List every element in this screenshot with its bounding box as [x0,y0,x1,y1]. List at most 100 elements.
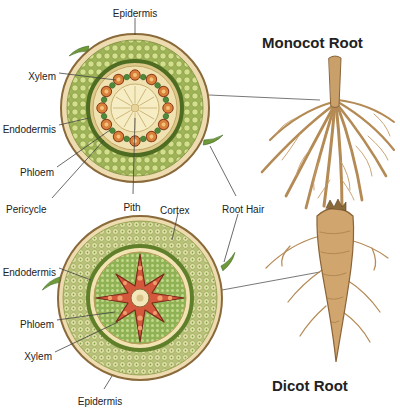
pith-center [137,295,144,302]
label-anchor: Phloem [20,162,54,180]
part-label: Cortex [160,205,189,217]
section-title: Dicot Root [272,377,348,395]
monocot-root-drawing [276,118,296,134]
part-label: Phloem [20,167,54,179]
label-anchor: Pericycle [6,199,47,217]
xylem-star [96,254,184,342]
dicot-root-drawing [300,306,326,336]
leader-line [224,214,238,262]
dicot-root-drawing [321,251,349,254]
leader-line [52,140,104,198]
pith-rays [138,89,147,104]
leader-line [57,312,115,320]
part-label: Endodermis [3,267,56,279]
leader-line [172,213,178,240]
pith-rays [139,97,154,106]
dicot-root-drawing [266,199,388,362]
phloem-bundles [154,81,162,89]
leader-line [104,376,112,389]
label-anchor: Endodermis [3,119,56,137]
title-anchor: Dicot Root [272,377,348,395]
dicot-root-drawing [323,273,346,276]
monocot-root-drawing [282,134,300,160]
part-label: Phloem [20,319,54,331]
xylem-vessels [163,103,173,113]
dicot-root-drawing [320,231,350,323]
pith-rays [113,108,130,109]
leader-line [135,18,136,35]
phloem-bundles [140,135,147,142]
label-anchor: Pith [123,197,140,215]
xylem-vessels [123,281,127,285]
part-label: Xylem [24,351,52,363]
pith-rays [116,111,131,120]
xylem-vessels [153,311,157,315]
title-anchor: Monocot Root [262,34,363,52]
xylem-vessels [138,326,142,330]
pith-center [131,104,139,112]
root-hair [69,41,90,62]
monocot-root-drawing [262,56,394,210]
part-label: Pericycle [6,204,47,216]
phloem-bundles [108,81,116,89]
root-crown [326,199,346,210]
monocot-root-drawing [262,100,394,210]
epidermis-ring [58,216,222,380]
label-anchor: Xylem [28,66,56,84]
xylem-vessels [97,70,173,146]
monocot-root-drawing [276,114,390,200]
taproot [317,208,354,362]
dicot-root-drawing [327,297,343,299]
root-hair [202,130,223,151]
dicot-root-drawing [320,231,350,234]
monocot-section [61,34,209,182]
phloem-bundles [101,113,108,120]
monocot-root-drawing [337,104,386,176]
xylem-vessels [97,103,107,113]
phloem-zone [94,252,186,344]
dicot-root-drawing [266,236,320,268]
xylem-vessels [130,70,140,80]
xylem-vessels [138,266,142,270]
section-to-root-line [209,95,320,100]
xylem-vessels [168,296,172,300]
section-to-root-line [222,272,320,290]
pith-rays [138,112,147,127]
pith [131,289,149,307]
monocot-root-drawing [270,102,333,140]
monocot-root-drawing [324,104,335,206]
pith-rays [124,89,133,104]
monocot-root-drawing [340,160,350,190]
dicot-root-drawing [350,240,388,258]
monocot-root-drawing [338,102,394,150]
root-hair [219,252,238,271]
label-anchor: Xylem [24,346,52,364]
xylem-vessels [123,311,127,315]
monocot-root-drawing [318,180,330,198]
leader-line [59,118,89,125]
root-hair [42,252,237,292]
part-label: Epidermis [113,8,157,20]
monocot-root-drawing [374,114,390,136]
phloem-bundles [101,96,108,103]
endodermis-ring [88,61,182,155]
root-crown [329,56,341,108]
phloem-bundles [162,113,169,120]
leader-line [55,322,118,352]
xylem-vessels [117,295,122,300]
dicot-root-drawing [372,248,376,270]
section-to-root-line [209,95,320,290]
monocot-root-drawing [296,150,310,176]
label-anchor: Endodermis [3,262,56,280]
leader-line [133,118,135,194]
xylem-vessels [157,295,162,300]
dicot-root-drawing [282,246,290,266]
xylem-vessels [108,296,112,300]
pith-rays [124,112,133,127]
leader-line [210,146,236,196]
monocot-root-drawing [314,160,320,190]
xylem-vessels [153,281,157,285]
